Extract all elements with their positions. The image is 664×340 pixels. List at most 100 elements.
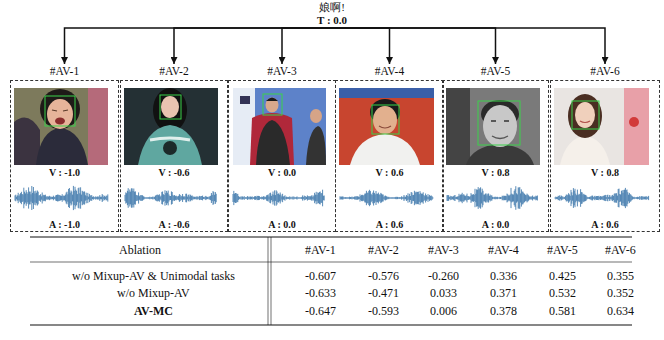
audio-score: A : -0.6 [121, 218, 227, 231]
photo-space [336, 81, 443, 166]
table-rules [30, 237, 632, 325]
illustration-part [568, 94, 602, 138]
branch-arrow [174, 28, 332, 64]
table-value-cell: 0.378 [490, 304, 517, 318]
table-value-cell: -0.593 [368, 304, 399, 318]
photo-av5 [446, 88, 540, 165]
audio-waveform [233, 190, 324, 207]
illustration-part [47, 99, 73, 129]
illustration-part [271, 237, 272, 325]
illustration-part [163, 141, 177, 155]
sample-panel: #AV-4V : 0.6A : 0.6 [335, 64, 444, 232]
table-header-cell: #AV-1 [305, 243, 336, 257]
wave-space [11, 179, 118, 218]
panel-heading: #AV-1 [10, 64, 119, 80]
table-row-label: AV-MC [134, 304, 173, 318]
illustration-part [372, 105, 399, 134]
table-value-cell: 0.355 [607, 269, 634, 283]
sample-panel: #AV-3 V : 0.0 A : 0.0 [228, 64, 336, 232]
table-value-cell: 0.581 [549, 304, 576, 318]
illustration-part [268, 237, 269, 325]
wave-space [229, 179, 335, 218]
illustration-part [560, 136, 610, 165]
photo-av3 [233, 88, 326, 165]
audio-waveform [15, 186, 108, 210]
audio-score: A : 0.0 [229, 218, 335, 231]
illustration-part [339, 88, 434, 165]
illustration-part [491, 120, 509, 122]
audio-waveform [125, 188, 216, 208]
illustration-part [266, 98, 278, 102]
table-value-cell: 0.006 [430, 304, 457, 318]
table-value-cell: -0.633 [305, 286, 336, 300]
illustration-part [36, 128, 88, 165]
photo-av4 [339, 88, 434, 165]
dashed-frame: V : 0.0 A : 0.0 [228, 80, 336, 232]
illustration-part [310, 109, 322, 123]
dashed-frame: V : -1.0A : -1.0 [10, 80, 119, 232]
branch-arrow [65, 28, 333, 64]
photo-av2 [124, 88, 218, 165]
valence-score: V : 0.0 [229, 166, 335, 179]
photo-av1 [14, 88, 108, 165]
table-value-cell: 0.425 [549, 269, 576, 283]
illustration-part [379, 126, 391, 128]
table-value-cell: -0.471 [368, 286, 399, 300]
speech-header: 娘啊!T : 0.0 [313, 0, 351, 28]
branch-arrow [282, 28, 332, 64]
audio-score: A : 0.6 [551, 218, 659, 231]
waveforms [15, 186, 649, 210]
illustration-part [350, 134, 420, 165]
illustration-part [575, 102, 595, 128]
valence-score: V : -1.0 [11, 166, 118, 179]
audio-waveform [340, 190, 433, 206]
photo-space [121, 81, 227, 166]
table-value-cell: 0.371 [490, 286, 517, 300]
dashed-frame: V : -0.6A : -0.6 [120, 80, 228, 232]
panel-heading: #AV-6 [550, 64, 660, 80]
illustration-part [306, 126, 326, 165]
valence-score: V : 0.6 [336, 166, 443, 179]
panel-heading: #AV-2 [120, 64, 228, 80]
photo-space [229, 81, 335, 166]
illustration-part [55, 118, 65, 125]
sample-panel: #AV-2V : -0.6A : -0.6 [120, 64, 228, 232]
table-header-cell: #AV-5 [547, 243, 578, 257]
wave-space [443, 179, 548, 218]
illustration-part [240, 96, 250, 104]
sample-panel: #AV-6V : 0.8A : 0.6 [550, 64, 660, 232]
illustration-part [138, 125, 202, 165]
illustration-part [572, 101, 599, 129]
table-value-cell: -0.647 [305, 304, 336, 318]
illustration-part [160, 95, 181, 119]
table-header-cell: Ablation [119, 243, 161, 257]
dashed-frame: V : 0.8A : 0.6 [550, 80, 660, 232]
table-value-cell: -0.576 [368, 269, 399, 283]
table-header-cell: #AV-2 [368, 243, 399, 257]
dashed-frame: V : 0.8 A : 0.0 [442, 80, 549, 232]
illustration-part [45, 96, 75, 126]
sample-panel: #AV-1V : -1.0A : -1.0 [10, 64, 119, 232]
table-row-label: w/o Mixup-AV [117, 286, 190, 300]
illustration-part [256, 120, 290, 165]
utterance-text: 娘啊! [317, 1, 347, 14]
branch-arrow [332, 28, 605, 64]
panel-heading: #AV-3 [228, 64, 336, 80]
illustration-part [30, 324, 632, 325]
table-value-cell: -0.607 [305, 269, 336, 283]
branch-arrow [332, 28, 496, 64]
illustration-part [161, 96, 179, 118]
table-header-cell: #AV-4 [488, 243, 519, 257]
wave-space [551, 179, 659, 218]
audio-score: A : 0.6 [336, 218, 443, 231]
illustration-part [373, 106, 397, 134]
table-value-cell: -0.260 [428, 269, 459, 283]
audio-score: A : 0.0 [443, 218, 548, 231]
illustration-part [14, 118, 40, 166]
table-value-cell: 0.634 [607, 304, 634, 318]
table-value-cell: 0.352 [607, 286, 634, 300]
photo-av6 [554, 88, 649, 165]
valence-score: V : 0.8 [443, 166, 548, 179]
wave-space [121, 179, 227, 218]
